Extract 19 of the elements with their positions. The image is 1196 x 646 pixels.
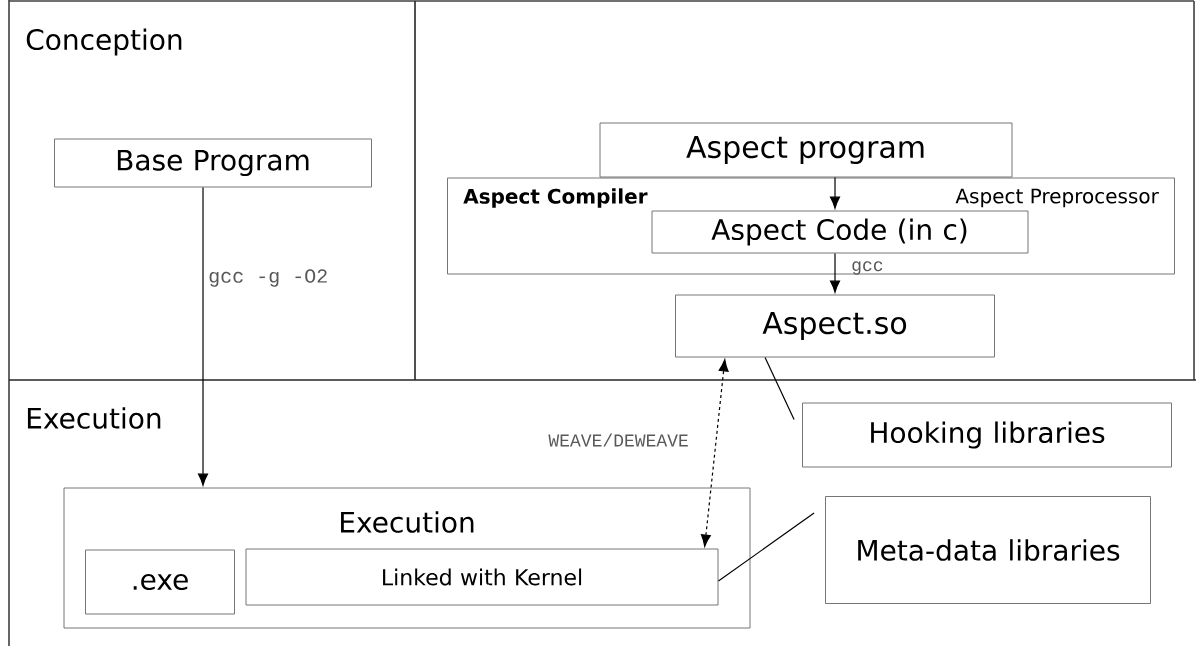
edge-label: gcc <box>852 261 883 275</box>
arrow <box>700 359 729 547</box>
process-box: Hooking libraries <box>802 402 1172 468</box>
process-box: Linked with Kernel <box>245 548 719 606</box>
arrow <box>198 186 209 486</box>
edge-label: WEAVE/DEWEAVE <box>548 433 688 447</box>
panel-heading: Execution <box>27 407 161 429</box>
process-box: Meta-data libraries <box>825 496 1151 604</box>
arrow <box>830 252 841 293</box>
panel-heading: Conception <box>26 28 182 56</box>
edge-label: gcc -g -O2 <box>209 269 327 287</box>
arrow <box>830 176 841 209</box>
process-box: Aspect.so <box>675 294 995 358</box>
leader-line <box>717 512 815 582</box>
process-box: Aspect program <box>599 122 1013 178</box>
process-box: .exe <box>85 549 235 615</box>
process-box: Base Program <box>54 138 372 188</box>
leader-line <box>764 356 795 421</box>
process-box: Aspect Code (in c) <box>651 210 1029 254</box>
